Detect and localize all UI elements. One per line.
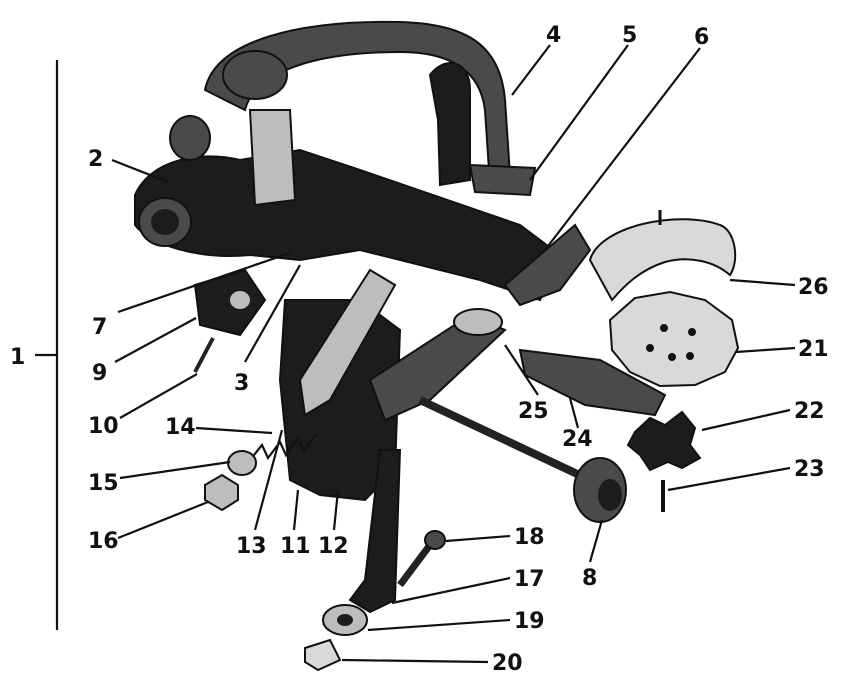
callout-24: 24	[562, 427, 593, 452]
leader-6	[544, 47, 701, 251]
callout-19: 19	[514, 609, 545, 634]
segment-plate-part	[588, 218, 737, 302]
leader-21	[735, 346, 796, 354]
lower-arm-part	[348, 449, 402, 614]
callout-25: 25	[518, 399, 549, 424]
plate-hole-3	[668, 353, 676, 361]
leader-17	[391, 576, 511, 605]
leader-20	[341, 658, 489, 664]
callout-20: 20	[492, 651, 523, 676]
callout-1: 1	[10, 345, 25, 370]
callout-17: 17	[514, 567, 545, 592]
washer-part	[227, 450, 257, 476]
lower-washer-hole-part	[337, 614, 353, 626]
linkage-eye-part	[453, 308, 503, 336]
block-hole-part	[230, 291, 250, 309]
leader-12	[332, 489, 340, 531]
callout-7: 7	[92, 315, 107, 340]
leader-9	[114, 317, 197, 363]
plate-hole-1	[660, 324, 668, 332]
block-part	[193, 268, 267, 337]
leader-8	[588, 519, 604, 563]
plate-hole-4	[646, 344, 654, 352]
pulley-hub-part	[598, 479, 622, 511]
callout-13: 13	[236, 534, 267, 559]
plate-hole-2	[688, 328, 696, 336]
leader-23	[667, 466, 791, 492]
leader-15	[119, 460, 231, 480]
handle-leg-part	[428, 62, 471, 187]
housing-bore-inner-part	[151, 209, 179, 235]
leader-4	[511, 44, 551, 96]
square-nut-part	[304, 638, 342, 672]
callout-23: 23	[794, 457, 825, 482]
callout-4: 4	[546, 23, 561, 48]
plate-hole-5	[686, 352, 694, 360]
shaft-part	[418, 396, 592, 484]
leader-5	[529, 44, 629, 181]
spring-part	[249, 433, 317, 461]
linkage-arm-part	[368, 313, 507, 422]
leader-7	[117, 251, 291, 314]
callout-22: 22	[794, 399, 825, 424]
leader-18	[445, 534, 511, 543]
callout-21: 21	[798, 337, 829, 362]
leader-22	[701, 408, 791, 432]
callout-12: 12	[318, 534, 349, 559]
leader-26	[729, 278, 796, 287]
upper-boss-part	[169, 115, 211, 161]
callout-8: 8	[582, 566, 597, 591]
leader-2	[111, 158, 169, 184]
leader-19	[367, 618, 511, 632]
callout-15: 15	[88, 471, 119, 496]
round-plate-part	[608, 290, 740, 388]
hex-nut-part	[204, 473, 239, 512]
post-top-part	[222, 50, 288, 100]
callout-10: 10	[88, 414, 119, 439]
leader-11	[292, 489, 300, 531]
leader-10	[119, 373, 198, 419]
callout-16: 16	[88, 529, 119, 554]
leader-24	[568, 397, 580, 429]
star-knob-part	[626, 410, 702, 472]
callout-6: 6	[694, 25, 709, 50]
callout-5: 5	[622, 23, 637, 48]
leader-3	[244, 264, 301, 363]
bolt-head-part	[424, 530, 446, 550]
leader-13	[253, 429, 284, 531]
leader-16	[117, 500, 209, 540]
lever-arm-part	[503, 223, 592, 307]
leader-25	[504, 344, 539, 396]
callout-9: 9	[92, 361, 107, 386]
link-plate-part	[298, 268, 397, 417]
pin-part	[193, 337, 215, 373]
leader-lines	[35, 44, 796, 664]
callout-11: 11	[280, 534, 311, 559]
foot-bracket-part	[468, 163, 537, 197]
callout-14: 14	[165, 415, 196, 440]
leader-14	[195, 426, 273, 435]
assembly-artwork	[55, 20, 740, 672]
callout-18: 18	[514, 525, 545, 550]
callout-26: 26	[798, 275, 829, 300]
callout-2: 2	[88, 147, 103, 172]
vertical-post-part	[248, 109, 297, 207]
bolt-part	[397, 542, 433, 588]
callout-3: 3	[234, 371, 249, 396]
callout-labels: 1 2 3 4 5 6 7 8 9 10 11 12 13 14 15 16 1…	[10, 23, 829, 676]
